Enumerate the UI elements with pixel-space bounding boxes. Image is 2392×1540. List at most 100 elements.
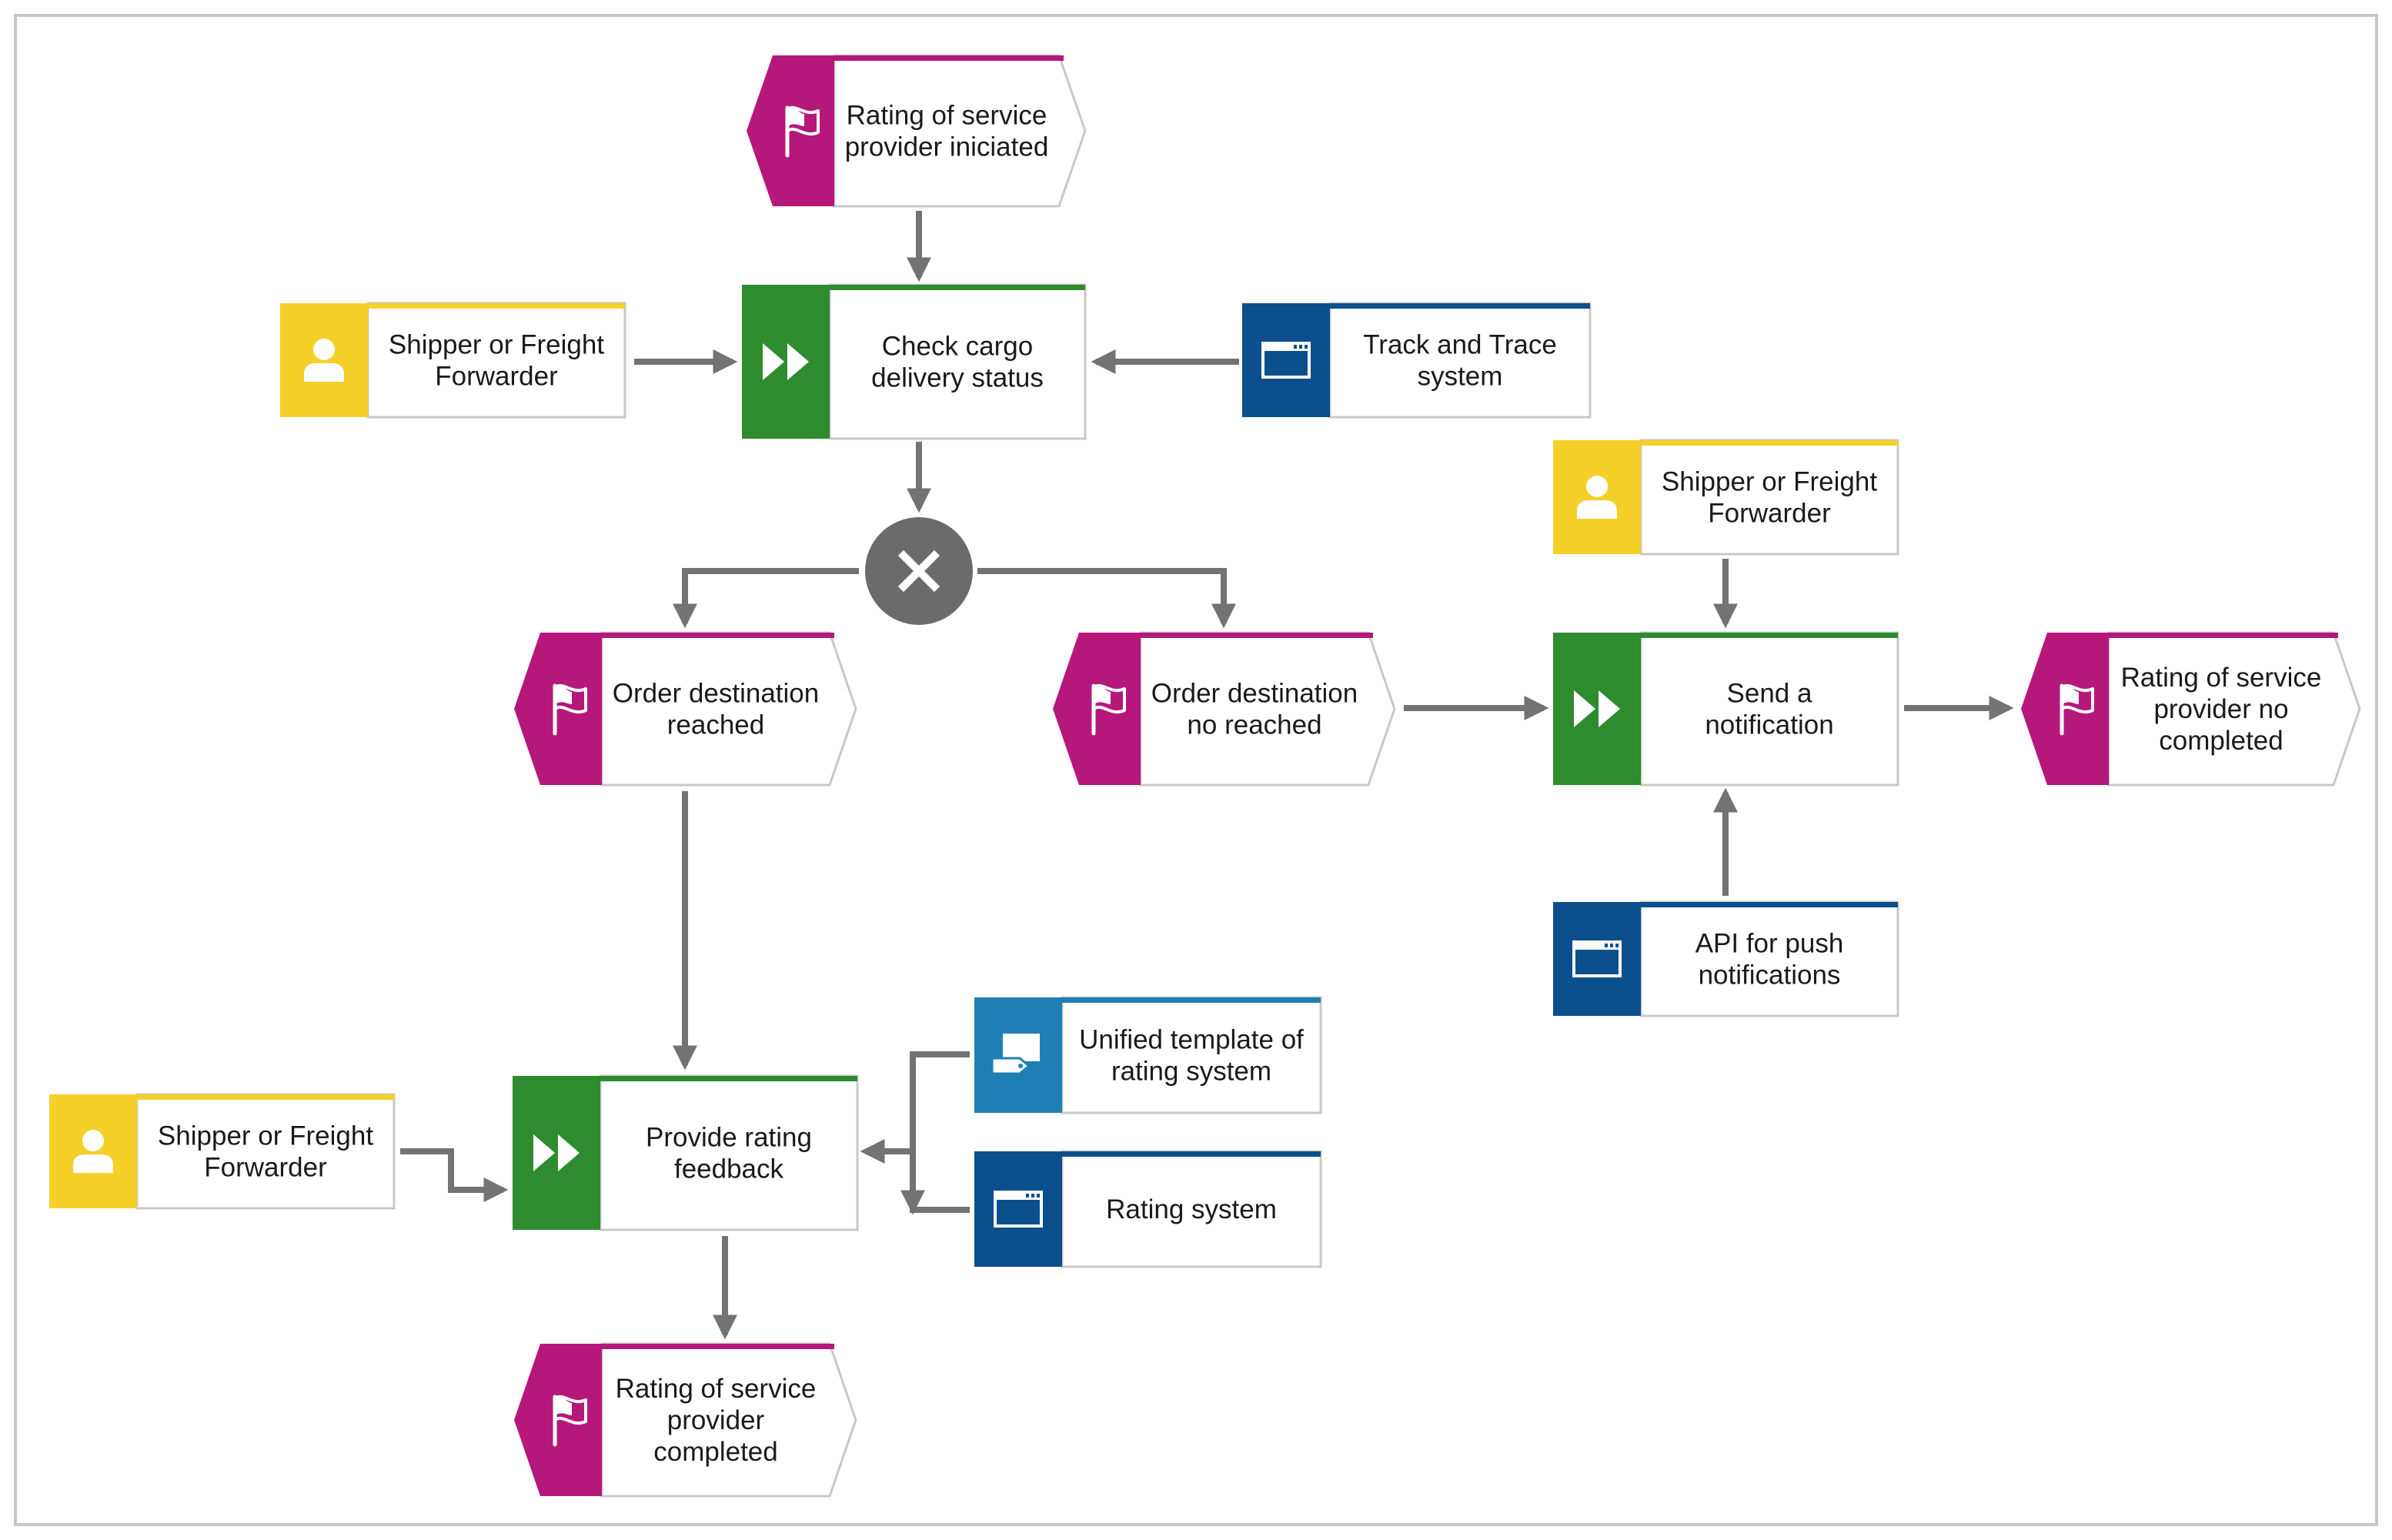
function-strip [513,1076,600,1230]
function-strip [1553,633,1641,785]
label-line: Rating of service [847,101,1047,131]
sys-rating-node[interactable]: Rating system [974,1150,1322,1268]
event-top-bar [2109,633,2338,638]
function-body [599,1074,859,1231]
label-line: Order destination [613,679,819,709]
system-top-bar [1641,902,1898,907]
fast-forward-icon [763,343,809,380]
label-line: completed [653,1437,777,1467]
screen-tag-icon [991,1034,1040,1075]
flag-icon [1091,683,1126,736]
flag-icon [785,105,820,158]
label-line: Shipper or Freight [1662,467,1877,497]
event-top-bar [1141,633,1373,638]
role-body [366,302,626,419]
label-line: notifications [1699,960,1841,990]
label-line: delivery status [871,363,1044,393]
event-top-bar [834,55,1064,61]
fast-forward-icon [533,1134,580,1171]
template-body [1061,996,1322,1114]
role-top-bar [1641,440,1898,446]
label-line: Shipper or Freight [389,330,604,360]
flag-icon [2060,683,2094,736]
label-line: Forwarder [1708,499,1831,529]
role-body [135,1093,396,1210]
label-line: provider [667,1405,765,1435]
label-line: Provide rating [646,1123,812,1153]
function-strip [742,285,830,439]
event-body [1139,631,1396,787]
label-line: Unified template of [1079,1025,1304,1055]
system-label: Rating system [1106,1194,1277,1224]
label-line: Rating of service [2121,663,2322,693]
person-icon [73,1130,113,1173]
label-line: feedback [674,1154,784,1184]
system-strip [1242,303,1330,417]
person-icon [1577,476,1617,519]
label-line: notification [1705,710,1833,740]
event-top-bar [602,1344,834,1349]
gateway-xor-node[interactable] [865,517,973,625]
label-line: API for push [1695,929,1844,959]
label-line: Rating system [1106,1194,1277,1224]
label-line: Forwarder [204,1153,327,1183]
label-line: rating system [1111,1057,1271,1087]
event-top-bar [602,633,834,638]
label-line: provider no [2153,694,2288,724]
label-line: Order destination [1151,679,1358,709]
arrow-role_3-to-fn_feedback [400,1148,509,1202]
label-line: Check cargo [882,332,1033,362]
label-line: Track and Trace [1363,330,1557,360]
system-top-bar [1062,1151,1321,1157]
arrow-gateway_xor-to-ev_not_reached [977,568,1236,629]
fast-forward-icon [1574,690,1620,727]
label-line: Forwarder [435,362,558,392]
window-icon [1261,342,1311,379]
function-body [828,283,1087,440]
function-top-bar [830,285,1085,290]
function-top-bar [600,1076,857,1081]
system-body [1639,900,1899,1017]
label-line: no reached [1187,710,1321,740]
function-body [1639,631,1899,787]
window-icon [994,1191,1043,1228]
person-icon [304,339,344,382]
label-line: completed [2159,726,2283,756]
arrow-gateway_xor-to-ev_reached [673,568,859,629]
connections-layer [400,211,2014,1340]
event-body [833,54,1087,208]
template-top-bar [1062,997,1321,1003]
arrow-sys_rating-to-fn_feedback [860,1139,970,1213]
label-line: system [1418,362,1503,392]
system-top-bar [1330,303,1590,309]
xor-icon [897,550,940,593]
role-body [1639,439,1899,556]
system-strip [974,1151,1062,1267]
